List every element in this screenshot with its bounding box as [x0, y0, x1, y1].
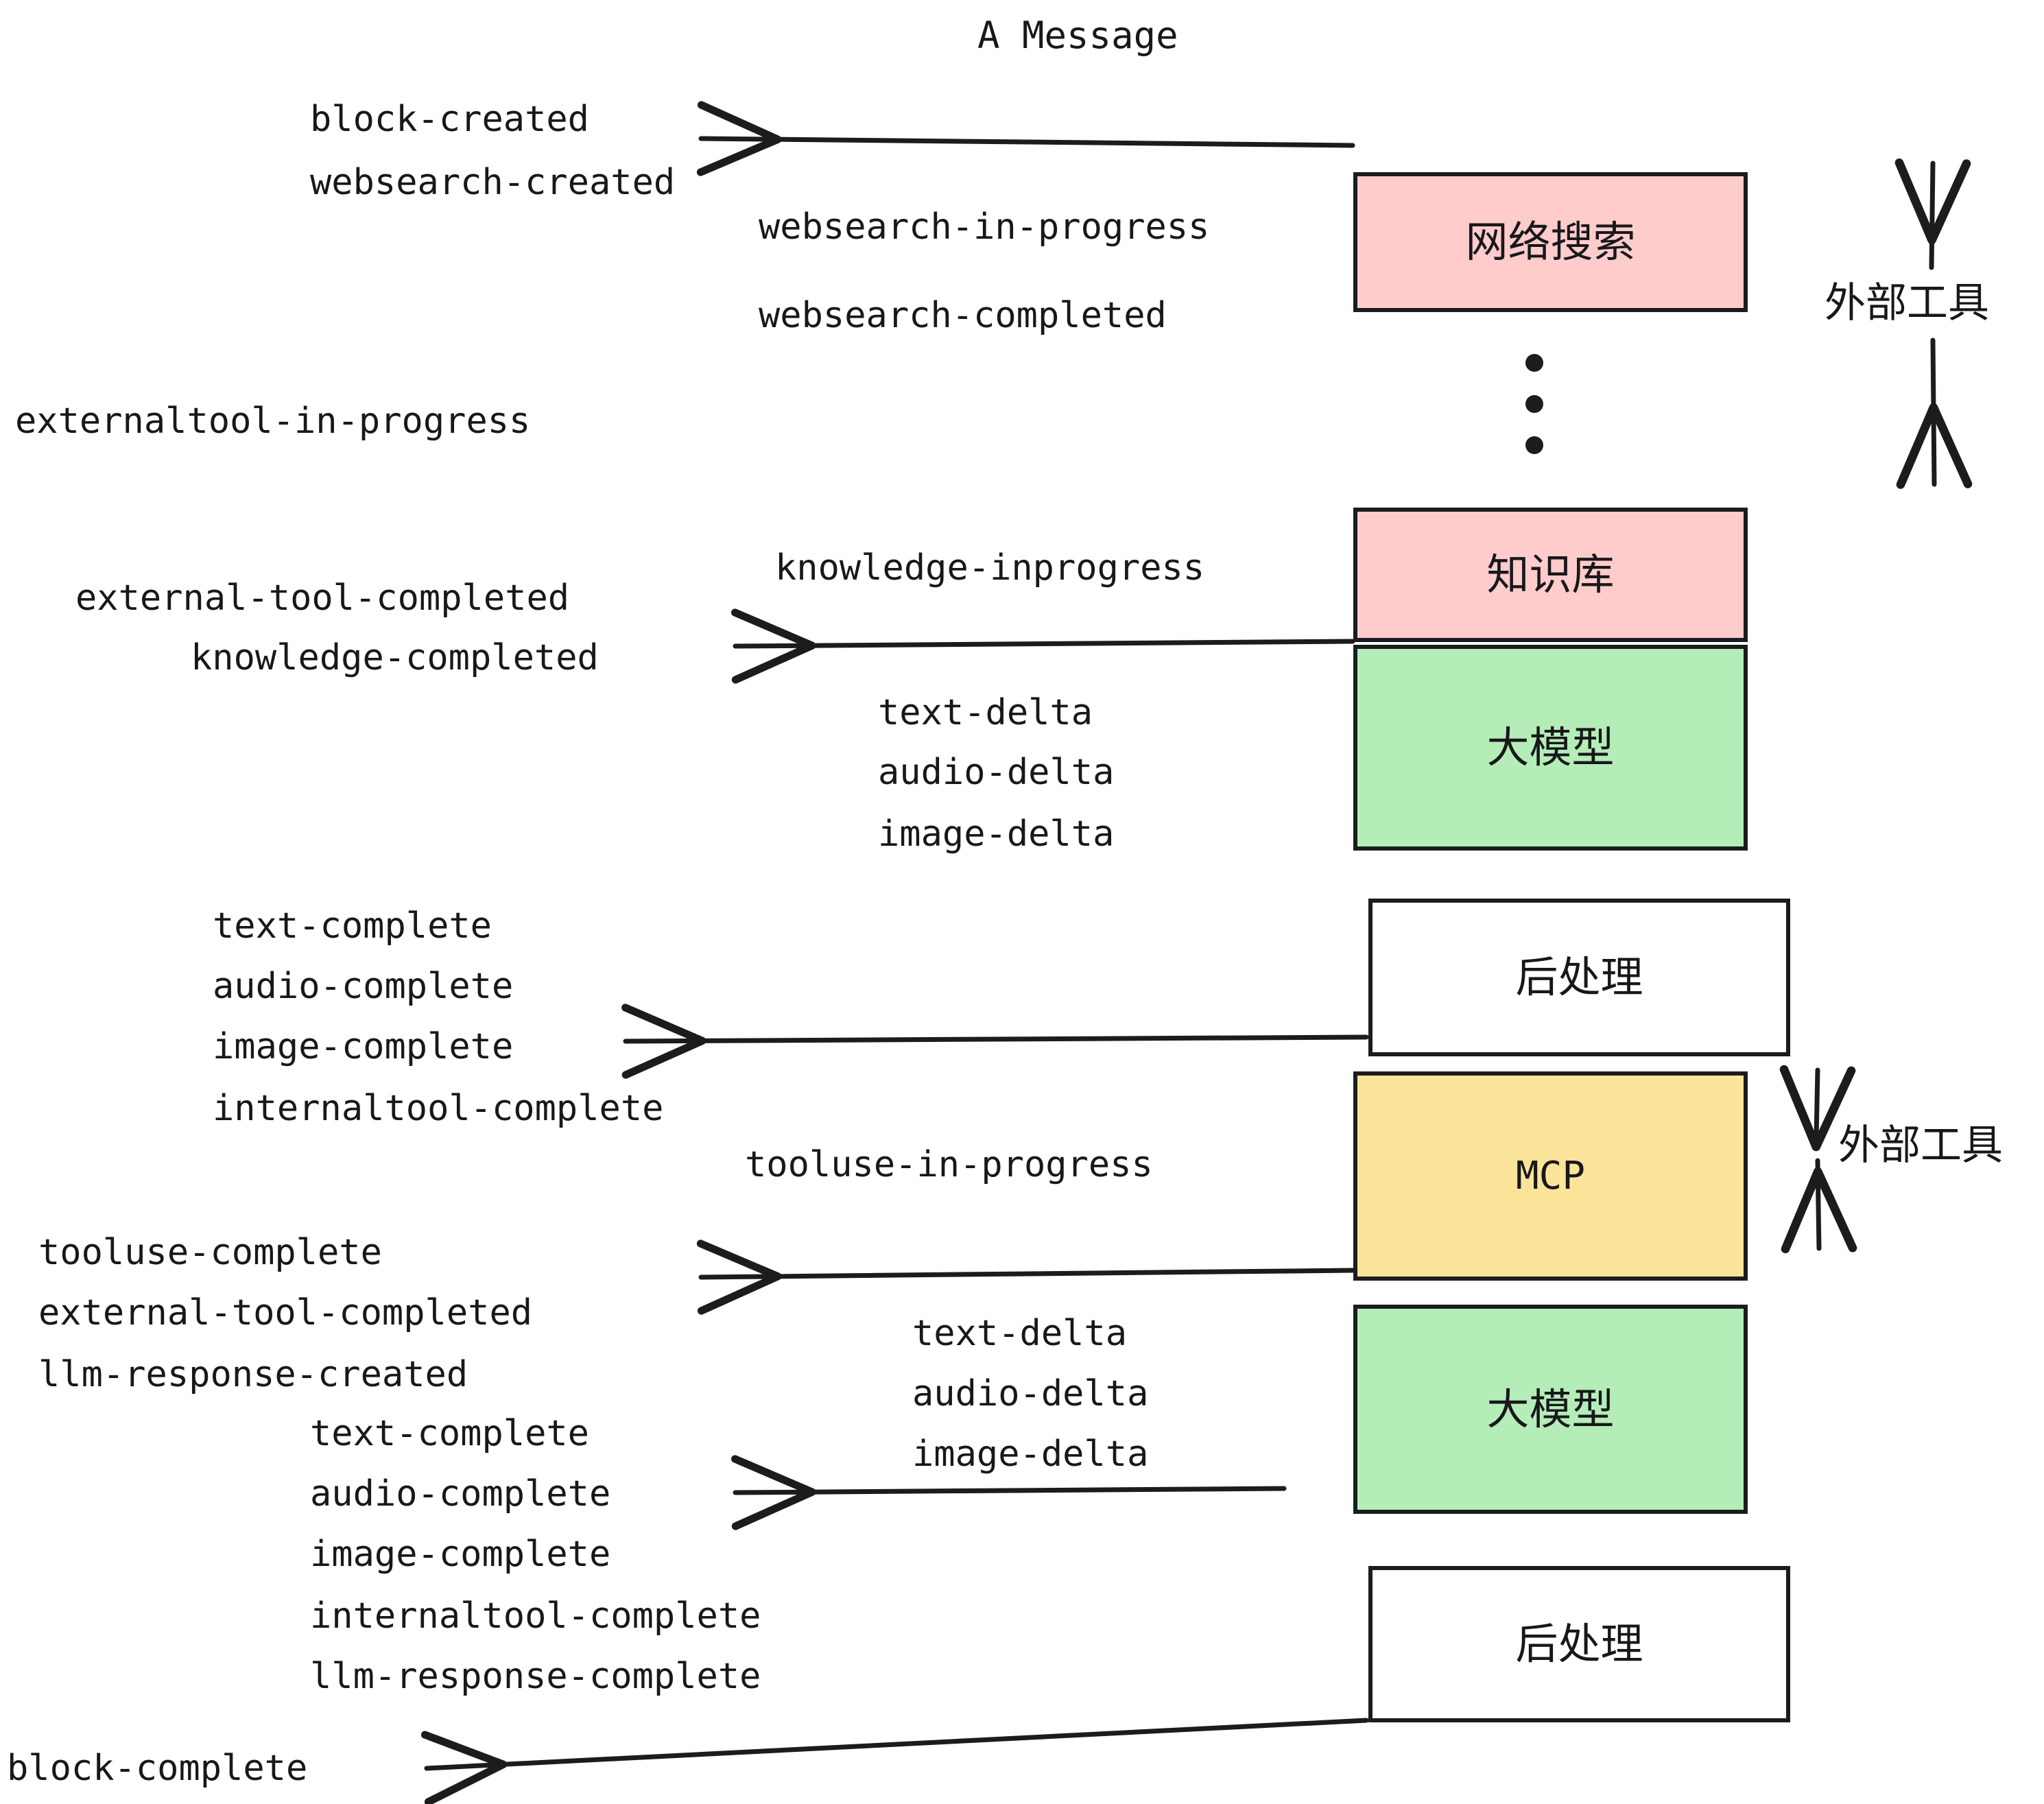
ellipsis-dot-2 [1525, 395, 1543, 413]
node-knowledge[interactable]: 知识库 [1353, 508, 1748, 642]
arrow-websearch-to-block-created [696, 101, 1355, 176]
node-knowledge-label: 知识库 [1486, 549, 1615, 600]
node-llm-2-label: 大模型 [1486, 1384, 1615, 1434]
event-text-delta-2: text-delta [912, 1313, 1128, 1354]
event-tooluse-complete: tooluse-complete [38, 1232, 382, 1273]
node-websearch-label: 网络搜索 [1465, 217, 1636, 267]
node-postprocess-1[interactable]: 后处理 [1368, 899, 1790, 1056]
event-external-tool-completed-2: external-tool-completed [38, 1292, 533, 1333]
event-audio-complete-1: audio-complete [213, 966, 514, 1007]
event-block-complete: block-complete [7, 1748, 308, 1789]
event-websearch-created: websearch-created [310, 162, 676, 203]
arrow-mcp-to-tooluse-complete [696, 1239, 1355, 1315]
event-knowledge-inprogress: knowledge-inprogress [775, 547, 1205, 589]
external-tool-label-bottom: 外部工具 [1838, 1121, 2003, 1170]
node-postprocess-2-label: 后处理 [1515, 1619, 1643, 1669]
node-mcp[interactable]: MCP [1353, 1071, 1748, 1281]
event-websearch-in-progress: websearch-in-progress [759, 206, 1210, 248]
event-text-delta-1: text-delta [878, 692, 1093, 733]
page-title: A Message [977, 14, 1178, 57]
event-llm-response-complete: llm-response-complete [310, 1656, 761, 1697]
event-internaltool-complete-1: internaltool-complete [213, 1088, 664, 1129]
event-llm-response-created: llm-response-created [38, 1354, 468, 1395]
ellipsis-dot-1 [1525, 354, 1543, 372]
event-block-created: block-created [310, 99, 589, 140]
event-image-complete-2: image-complete [310, 1534, 611, 1575]
event-internaltool-complete-2: internaltool-complete [310, 1595, 761, 1637]
arrow-knowledge-to-knowledge-completed [731, 608, 1355, 684]
arrow-postprocess2-to-block-complete [420, 1718, 1369, 1804]
event-tooluse-in-progress: tooluse-in-progress [745, 1144, 1153, 1185]
event-audio-delta-2: audio-delta [912, 1373, 1149, 1414]
node-mcp-label: MCP [1515, 1153, 1586, 1198]
node-llm-1-label: 大模型 [1486, 722, 1615, 772]
event-image-delta-1: image-delta [878, 814, 1115, 855]
event-websearch-completed: websearch-completed [759, 295, 1167, 336]
ellipsis-dot-3 [1525, 436, 1543, 454]
event-image-complete-1: image-complete [213, 1026, 514, 1067]
event-external-tool-completed-1: external-tool-completed [75, 578, 570, 619]
arrow-postprocess1-to-image-complete [621, 1004, 1369, 1079]
node-websearch[interactable]: 网络搜索 [1353, 172, 1748, 312]
node-postprocess-1-label: 后处理 [1515, 952, 1643, 1002]
event-knowledge-completed: knowledge-completed [191, 637, 599, 678]
event-image-delta-2: image-delta [912, 1434, 1149, 1475]
event-audio-delta-1: audio-delta [878, 752, 1115, 793]
node-llm-2[interactable]: 大模型 [1353, 1305, 1748, 1514]
external-tool-arrow-bottom [1779, 1065, 1857, 1254]
external-tool-label-top: 外部工具 [1825, 279, 1989, 327]
node-postprocess-2[interactable]: 后处理 [1368, 1566, 1790, 1722]
event-audio-complete-2: audio-complete [310, 1473, 611, 1515]
arrow-llm2-to-audio-complete [731, 1455, 1287, 1530]
event-text-complete-2: text-complete [310, 1413, 589, 1454]
event-text-complete-1: text-complete [213, 905, 492, 947]
node-llm-1[interactable]: 大模型 [1353, 645, 1748, 851]
event-externaltool-in-progress: externaltool-in-progress [15, 401, 531, 442]
